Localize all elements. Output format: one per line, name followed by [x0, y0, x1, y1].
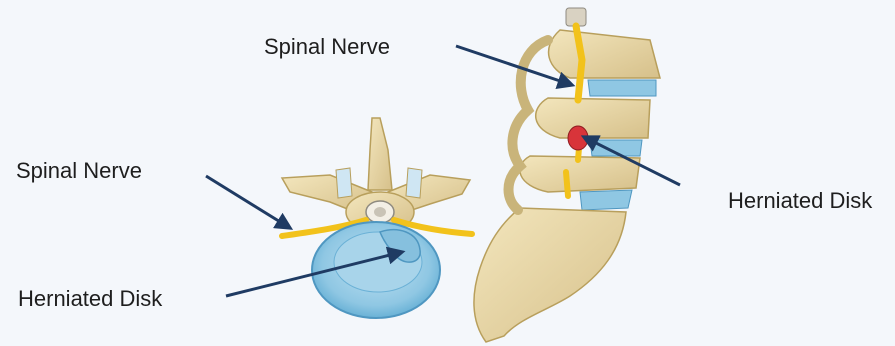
nerve-root-3	[566, 172, 568, 196]
vertebra-1	[549, 30, 660, 78]
spinal-cord-core	[374, 207, 386, 217]
arrow-spinal-nerve-left	[206, 176, 290, 228]
disk-1	[588, 80, 656, 96]
axial-vertebra	[282, 118, 472, 318]
spinous-process	[368, 118, 392, 190]
lateral-spine	[474, 8, 660, 342]
sacrum	[474, 208, 626, 342]
label-herniated-disk-bottom: Herniated Disk	[18, 288, 162, 310]
label-spinal-nerve-top: Spinal Nerve	[264, 36, 390, 58]
disk-3	[580, 190, 632, 210]
vertebra-2	[536, 98, 650, 138]
label-herniated-disk-right: Herniated Disk	[728, 190, 872, 212]
label-spinal-nerve-left: Spinal Nerve	[16, 160, 142, 182]
facet-left	[336, 168, 352, 198]
facet-right	[406, 168, 422, 198]
